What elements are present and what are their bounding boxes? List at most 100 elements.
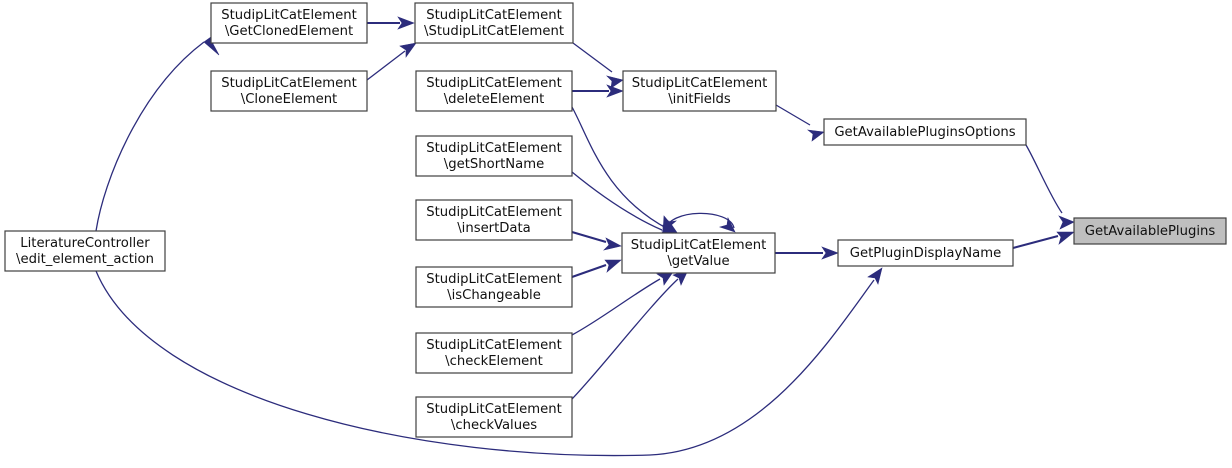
node-label-line1: StudipLitCatElement (426, 272, 562, 287)
arrowhead-icon (662, 215, 677, 233)
edge-get_short_name-to-get_value (571, 171, 676, 237)
node-box[interactable] (415, 135, 573, 177)
node-studip_lit_cat_element_ctor[interactable]: StudipLitCatElement\StudipLitCatElement (414, 2, 574, 44)
node-box[interactable] (415, 266, 573, 308)
arrowhead-icon (821, 246, 839, 260)
edge-is_changeable-to-get_value (571, 259, 622, 278)
node-box[interactable] (823, 118, 1027, 146)
node-label-line2: \getShortName (444, 157, 544, 172)
node-box[interactable] (621, 232, 776, 274)
node-box[interactable] (4, 230, 166, 272)
node-label-line1: StudipLitCatElement (631, 238, 767, 253)
node-label-line1: GetPluginDisplayName (850, 246, 1001, 261)
arrowhead-icon (1058, 215, 1075, 230)
node-get_available_plugins_options[interactable]: GetAvailablePluginsOptions (823, 118, 1027, 146)
arrowhead-icon (399, 42, 417, 58)
node-label: StudipLitCatElement\initFields (632, 76, 768, 107)
node-label-line2: \checkElement (445, 354, 543, 369)
node-label: StudipLitCatElement\getValue (631, 238, 767, 269)
edge-get_value-to-get_value (662, 212, 736, 233)
node-label: StudipLitCatElement\checkValues (426, 402, 562, 433)
node-label-line1: LiteratureController (20, 236, 150, 251)
node-get_available_plugins[interactable]: GetAvailablePlugins (1073, 217, 1227, 245)
node-label-line1: StudipLitCatElement (426, 141, 562, 156)
node-label-line1: GetAvailablePlugins (1085, 224, 1216, 239)
edge-literature_controller-to-get_cloned_element (95, 31, 220, 232)
node-get_short_name[interactable]: StudipLitCatElement\getShortName (415, 135, 573, 177)
node-box[interactable] (415, 199, 573, 241)
arrowhead-icon (806, 129, 825, 142)
edge-insert_data-to-get_value (571, 230, 622, 251)
node-label-line2: \deleteElement (444, 92, 545, 107)
node-label: LiteratureController\edit_element_action (16, 236, 154, 267)
node-check_values[interactable]: StudipLitCatElement\checkValues (415, 396, 573, 438)
node-get_plugin_display_name[interactable]: GetPluginDisplayName (837, 239, 1014, 267)
node-label-line1: GetAvailablePluginsOptions (834, 125, 1015, 140)
edge-line (95, 270, 875, 457)
edge-get_cloned_element-to-studip_lit_cat_element_ctor (367, 16, 415, 30)
edge-line (775, 104, 811, 126)
node-box[interactable] (415, 70, 573, 112)
node-label: GetPluginDisplayName (850, 246, 1001, 261)
node-label-line1: StudipLitCatElement (632, 76, 768, 91)
node-box[interactable] (1073, 217, 1227, 245)
node-is_changeable[interactable]: StudipLitCatElement\isChangeable (415, 266, 573, 308)
node-box[interactable] (415, 396, 573, 438)
arrowhead-icon (603, 237, 622, 251)
edge-line (1025, 144, 1063, 214)
edge-line (366, 50, 406, 81)
node-clone_element[interactable]: StudipLitCatElement\CloneElement (210, 70, 368, 112)
node-label: StudipLitCatElement\deleteElement (426, 76, 562, 107)
edge-line (571, 106, 669, 230)
edge-check_values-to-get_value (571, 269, 689, 400)
edge-line (571, 278, 661, 336)
edge-literature_controller-to-get_plugin_display_name (95, 267, 883, 457)
node-label-line2: \insertData (457, 221, 531, 236)
node-label: StudipLitCatElement\insertData (426, 205, 562, 236)
node-insert_data[interactable]: StudipLitCatElement\insertData (415, 199, 573, 241)
node-label: StudipLitCatElement\isChangeable (426, 272, 562, 303)
node-label: StudipLitCatElement\getShortName (426, 141, 562, 172)
node-box[interactable] (210, 70, 368, 112)
node-label: StudipLitCatElement\GetClonedElement (221, 8, 357, 39)
node-box[interactable] (837, 239, 1014, 267)
node-label-line2: \getValue (667, 254, 729, 269)
node-box[interactable] (210, 2, 368, 44)
node-label-line2: \GetClonedElement (225, 24, 353, 39)
edge-get_plugin_display_name-to-get_available_plugins (1012, 231, 1075, 250)
arrowhead-icon (718, 217, 736, 233)
arrowhead-icon (867, 267, 883, 285)
arrowhead-icon (606, 75, 624, 89)
nodes-layer: LiteratureController\edit_element_action… (4, 2, 1227, 438)
node-label-line2: \CloneElement (241, 92, 337, 107)
node-init_fields[interactable]: StudipLitCatElement\initFields (622, 70, 777, 112)
node-get_cloned_element[interactable]: StudipLitCatElement\GetClonedElement (210, 2, 368, 44)
node-label-line1: StudipLitCatElement (426, 8, 562, 23)
node-box[interactable] (414, 2, 574, 44)
arrowhead-icon (606, 84, 624, 98)
edge-line (572, 42, 613, 73)
node-label-line2: \initFields (668, 92, 731, 107)
edge-init_fields-to-get_available_plugins_options (775, 104, 825, 142)
edge-get_available_plugins_options-to-get_available_plugins (1025, 144, 1075, 230)
node-box[interactable] (622, 70, 777, 112)
node-label-line2: \isChangeable (447, 288, 541, 303)
node-label-line1: StudipLitCatElement (426, 205, 562, 220)
edge-delete_element-to-init_fields (572, 84, 624, 98)
node-box[interactable] (415, 332, 573, 374)
node-get_value[interactable]: StudipLitCatElement\getValue (621, 232, 776, 274)
node-literature_controller[interactable]: LiteratureController\edit_element_action (4, 230, 166, 272)
node-check_element[interactable]: StudipLitCatElement\checkElement (415, 332, 573, 374)
arrowhead-icon (656, 271, 674, 286)
edge-check_element-to-get_value (571, 271, 674, 336)
node-label: StudipLitCatElement\checkElement (426, 338, 562, 369)
arrowhead-icon (1056, 231, 1075, 245)
node-label-line1: StudipLitCatElement (426, 338, 562, 353)
edge-get_value-to-get_plugin_display_name (775, 246, 839, 260)
node-label: GetAvailablePluginsOptions (834, 125, 1015, 140)
arrowhead-icon (604, 259, 622, 273)
node-delete_element[interactable]: StudipLitCatElement\deleteElement (415, 70, 573, 112)
node-label: StudipLitCatElement\CloneElement (221, 76, 357, 107)
node-label-line2: \edit_element_action (16, 252, 154, 267)
